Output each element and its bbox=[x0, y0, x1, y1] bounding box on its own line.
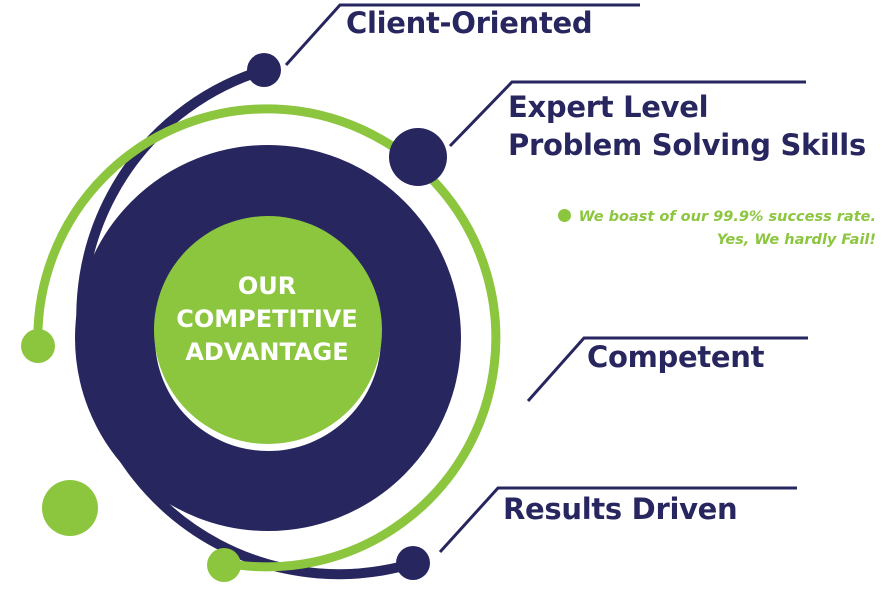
center-circle bbox=[154, 216, 382, 444]
label-expert-level-line: Problem Solving Skills bbox=[508, 128, 866, 162]
note-line: We boast of our 99.9% success rate. bbox=[578, 209, 876, 225]
dot-client-oriented bbox=[247, 53, 281, 87]
connector-line-competent bbox=[526, 336, 808, 402]
note-line: Yes, We hardly Fail! bbox=[716, 232, 876, 248]
dot-green-bottom bbox=[207, 548, 241, 582]
navy-ring bbox=[75, 145, 461, 531]
label-expert-level: Expert Level Problem Solving Skills bbox=[508, 88, 866, 164]
center-title-line: COMPETITIVE bbox=[176, 305, 358, 333]
success-rate-note: We boast of our 99.9% success rate. Yes,… bbox=[516, 206, 876, 252]
label-competent: Competent bbox=[587, 340, 765, 374]
center-title: OUR COMPETITIVE ADVANTAGE bbox=[152, 270, 382, 369]
dot-expert-level bbox=[389, 128, 447, 186]
label-expert-level-line: Expert Level bbox=[508, 90, 709, 124]
connector-line-client-oriented bbox=[284, 3, 640, 67]
connector-line-results-driven bbox=[438, 486, 797, 554]
center-title-line: OUR bbox=[237, 272, 297, 300]
label-client-oriented: Client-Oriented bbox=[346, 6, 593, 40]
connector-line-expert-level bbox=[448, 80, 806, 148]
label-results-driven: Results Driven bbox=[503, 492, 738, 526]
bullet-dot-icon bbox=[557, 209, 571, 222]
dot-green-left bbox=[21, 329, 55, 363]
green-orbit bbox=[33, 104, 501, 572]
dot-green-large bbox=[42, 480, 98, 536]
dot-results-driven bbox=[396, 546, 430, 580]
center-title-line: ADVANTAGE bbox=[185, 338, 349, 366]
